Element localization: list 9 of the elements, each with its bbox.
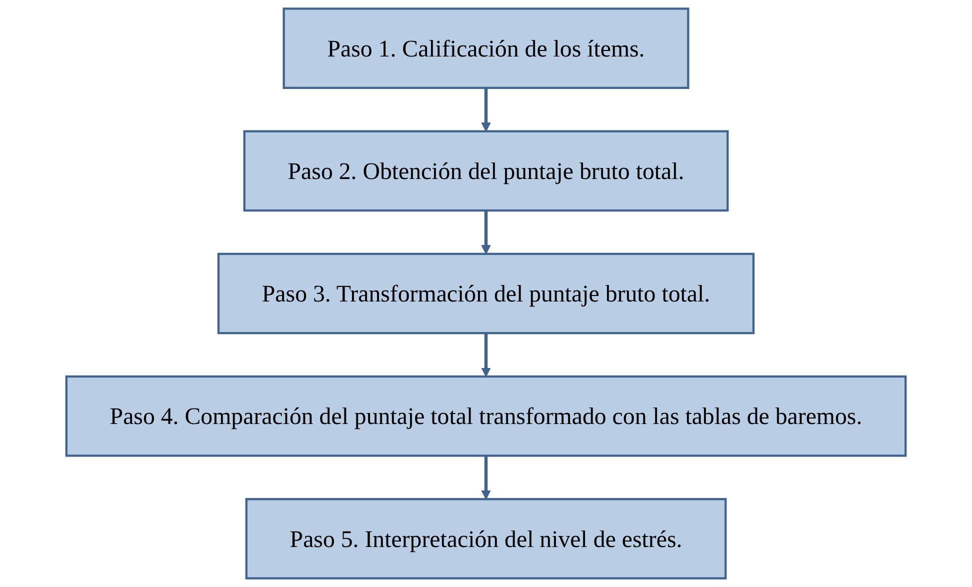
arrow: [481, 210, 491, 254]
node-box: Paso 3. Transformación del puntaje bruto total.: [217, 252, 755, 334]
arrow: [481, 333, 491, 377]
arrow: [481, 456, 491, 500]
arrow: [481, 88, 491, 132]
node-box: Paso 2. Obtención del puntaje bruto total.: [243, 130, 729, 212]
node-box: Paso 5. Interpretación del nivel de estrés.: [245, 498, 727, 580]
node-box: Paso 1. Calificación de los ítems.: [282, 8, 690, 89]
node-box: Paso 4. Comparación del puntaje total transformado con las tablas de baremos.: [65, 375, 907, 457]
